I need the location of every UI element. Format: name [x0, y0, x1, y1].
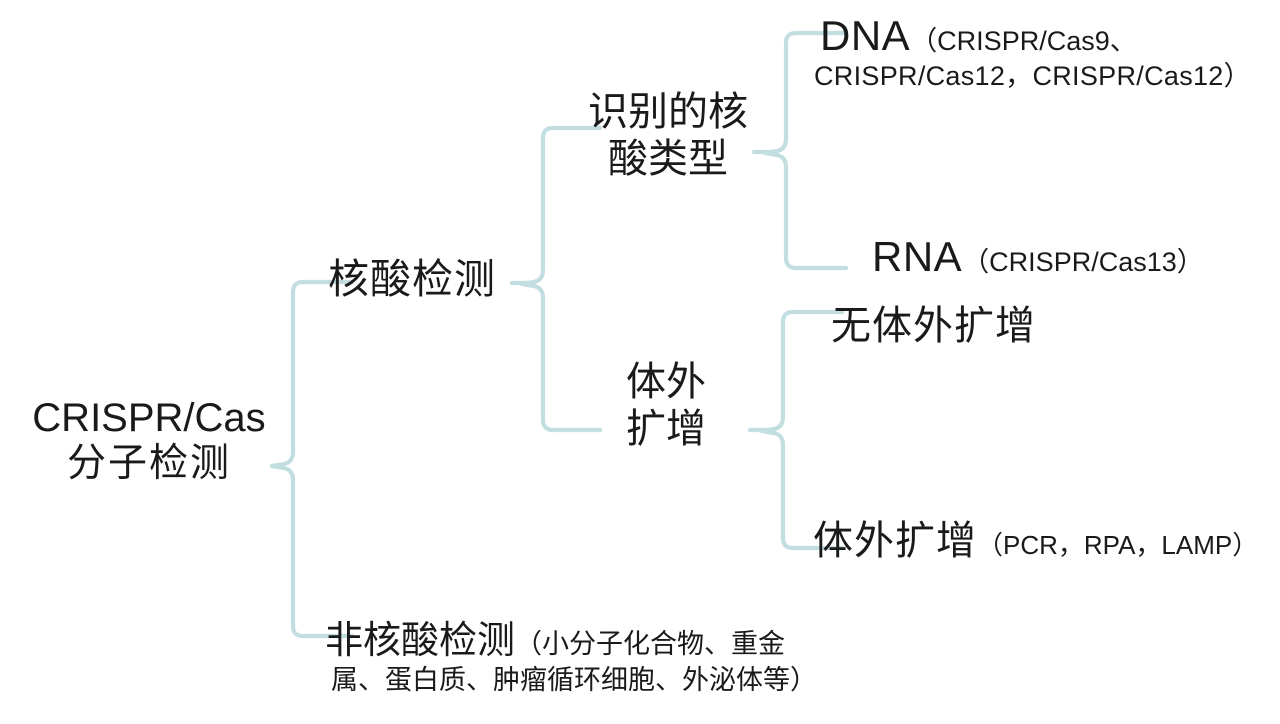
node-in-vitro-amplification-line1: 体外	[626, 359, 706, 404]
node-rna: RNA（CRISPR/Cas13）	[872, 233, 1204, 281]
node-dna-paren-line2: CRISPR/Cas12，CRISPR/Cas12）	[814, 60, 1251, 91]
root-node: CRISPR/Cas 分子检测	[18, 396, 280, 486]
node-no-in-vitro-amplification: 无体外扩增	[831, 303, 1036, 349]
node-dna-label: DNA	[820, 12, 911, 59]
node-nucleic-acid-type-line2: 酸类型	[608, 136, 728, 182]
root-label-line1: CRISPR/Cas	[32, 396, 266, 440]
node-in-vitro-amplification: 体外 扩增	[596, 358, 736, 452]
bracket-root	[269, 279, 339, 639]
node-amplification-label: 体外扩增	[813, 518, 977, 563]
node-dna: DNA（CRISPR/Cas9、 CRISPR/Cas12，CRISPR/Cas…	[814, 12, 1260, 92]
bracket-in-vitro	[759, 309, 829, 551]
node-nucleic-acid-type: 识别的核 酸类型	[573, 88, 763, 182]
node-dna-paren-line1: （CRISPR/Cas9、	[910, 26, 1137, 56]
node-rna-label: RNA	[872, 233, 963, 280]
node-no-in-vitro-amplification-label: 无体外扩增	[831, 303, 1036, 348]
node-nucleic-acid-type-line1: 识别的核	[588, 89, 748, 134]
node-amplification-paren: （PCR，RPA，LAMP）	[977, 530, 1259, 560]
node-nucleic-detection: 核酸检测	[328, 256, 496, 303]
node-amplification: 体外扩增（PCR，RPA，LAMP）	[813, 518, 1258, 564]
root-label-line2: 分子检测	[66, 441, 231, 485]
node-non-nucleic-detection-paren-line1: （小分子化合物、重金	[515, 629, 786, 659]
node-nucleic-detection-label: 核酸检测	[328, 256, 496, 302]
node-non-nucleic-detection: 非核酸检测（小分子化合物、重金 属、蛋白质、肿瘤循环细胞、外泌体等）	[325, 618, 825, 697]
node-in-vitro-amplification-line2: 扩增	[626, 406, 706, 452]
node-non-nucleic-detection-label: 非核酸检测	[325, 620, 516, 662]
node-rna-paren: （CRISPR/Cas13）	[962, 247, 1204, 277]
node-non-nucleic-detection-paren-line2: 属、蛋白质、肿瘤循环细胞、外泌体等）	[331, 665, 817, 696]
